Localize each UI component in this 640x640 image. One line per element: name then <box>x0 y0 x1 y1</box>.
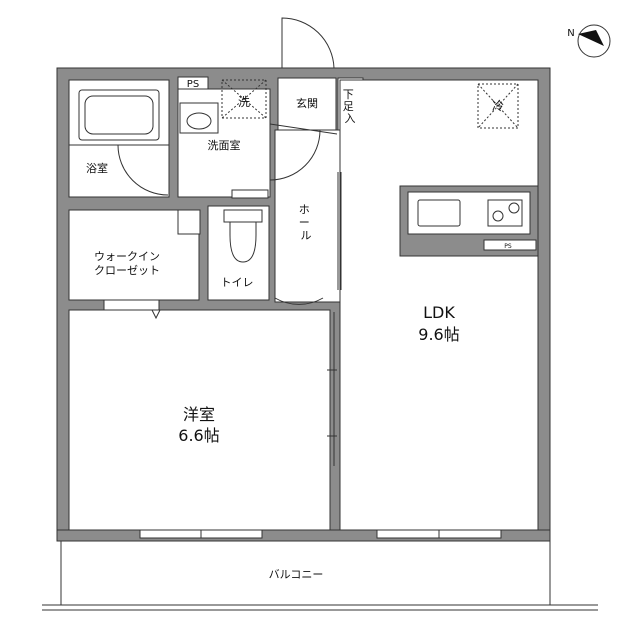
washroom <box>177 88 271 198</box>
laundry-area <box>221 79 267 119</box>
balcony-label: バルコニー <box>269 568 324 581</box>
ldk-label: LDK <box>423 303 455 322</box>
basin-bowl <box>186 112 212 130</box>
compass-icon: N <box>567 24 611 58</box>
ldk-room <box>339 79 539 531</box>
bathroom <box>68 79 170 198</box>
hall-notch <box>231 189 269 199</box>
toilet-bowl <box>229 221 257 263</box>
western-room-size: 6.6帖 <box>178 426 219 445</box>
washroom-label: 洗面室 <box>208 138 241 152</box>
pillar <box>177 209 201 235</box>
shoe-box-label: 下 足 入 <box>343 88 358 125</box>
closet-label-2: クローゼット <box>94 264 160 277</box>
washbasin <box>179 102 219 134</box>
ldk-size: 9.6帖 <box>418 325 459 344</box>
compass-label: N <box>567 28 574 39</box>
ps-box-top <box>177 76 209 90</box>
bathroom-door-swing <box>117 144 169 196</box>
ps-kitchen-label: PS <box>504 243 512 250</box>
burner-right <box>508 202 520 214</box>
refrigerator-label: 冷 <box>492 99 504 113</box>
washroom-door-swing <box>269 129 321 181</box>
bathtub <box>78 89 160 141</box>
closet-door <box>103 299 160 311</box>
front-door <box>281 17 335 69</box>
kitchen-sink <box>417 199 461 227</box>
entrance-label: 玄関 <box>296 96 318 110</box>
ps-top-label: PS <box>187 79 199 90</box>
toilet-door-swing <box>274 250 324 305</box>
kitchen-counter <box>407 191 531 235</box>
western-room <box>68 309 331 531</box>
burner-left <box>492 210 504 222</box>
entrance <box>277 77 337 131</box>
refrigerator-space <box>477 83 519 129</box>
walk-in-closet <box>68 209 200 301</box>
closet-label-1: ウォークイン <box>94 250 160 263</box>
western-room-label: 洋室 <box>183 405 215 424</box>
cooktop <box>487 199 523 227</box>
toilet-label: トイレ <box>221 276 254 289</box>
bathroom-label: 浴室 <box>86 161 108 175</box>
bathtub-inner <box>84 95 154 135</box>
laundry-label: 洗 <box>238 95 250 109</box>
ps-box-kitchen <box>483 239 537 251</box>
closet-door-arrow <box>151 309 161 320</box>
hall-label: ホ ー ル <box>299 203 314 242</box>
